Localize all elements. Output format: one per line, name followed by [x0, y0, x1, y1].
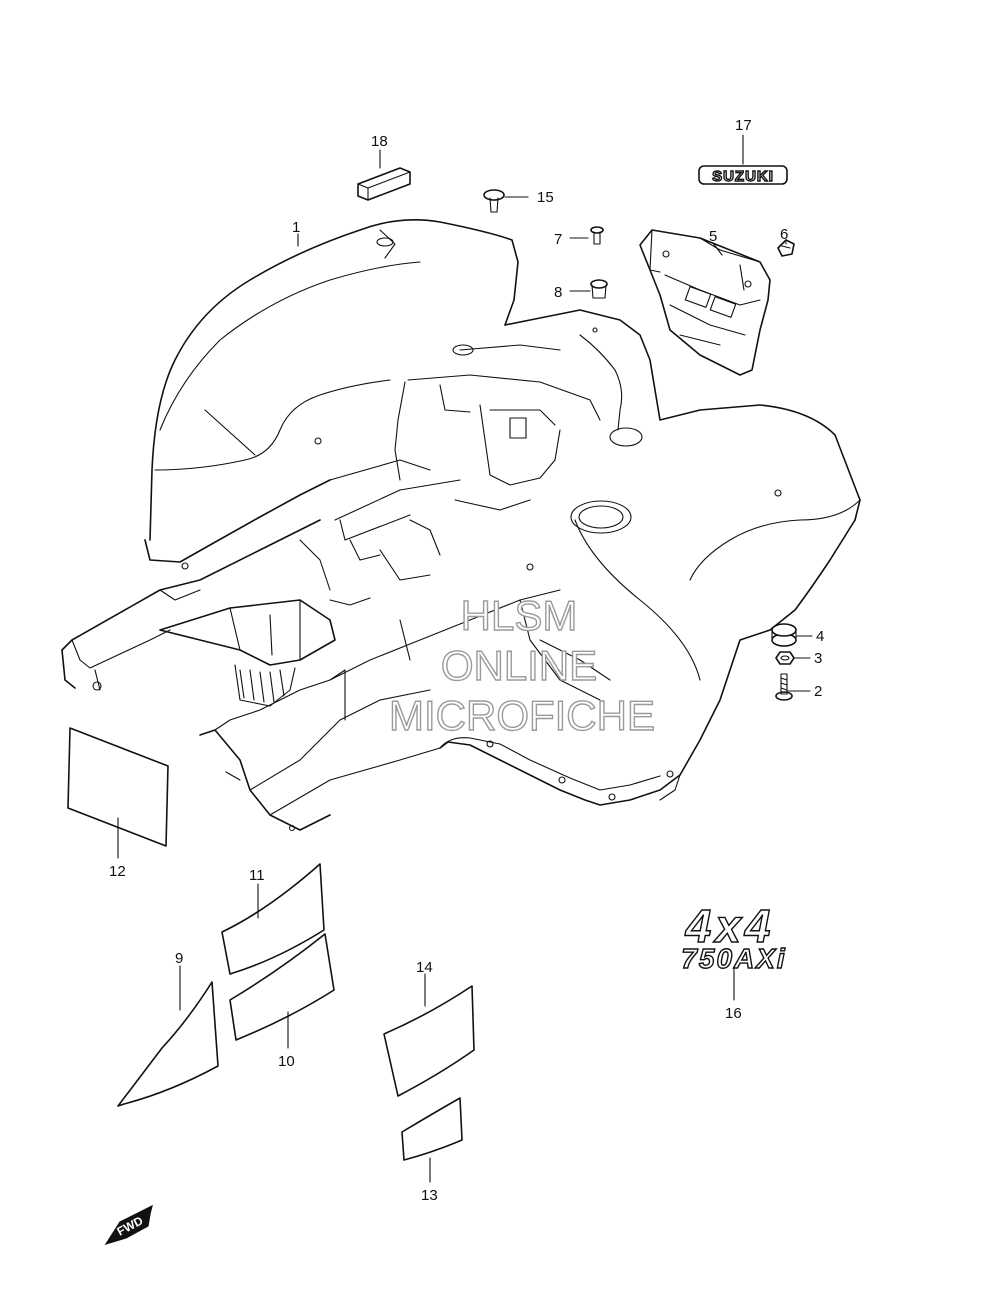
- part-15-screw: [483, 189, 505, 213]
- decal-4x4-bottom: 750AXi: [681, 943, 786, 974]
- callout-18: 18: [371, 133, 388, 150]
- callout-17: 17: [735, 117, 752, 134]
- emblem-text: SUZUKI: [712, 168, 774, 185]
- callout-6: 6: [780, 226, 788, 243]
- watermark-line-1: HLSM: [461, 592, 578, 639]
- part-17-emblem: SUZUKI: [698, 165, 788, 186]
- part-4-cushion: [771, 623, 797, 647]
- part-13-decal: [401, 1097, 463, 1161]
- callout-3: 3: [814, 650, 822, 667]
- callout-1: 1: [292, 219, 300, 236]
- part-7-screw: [590, 226, 604, 245]
- part-14-decal: [383, 985, 475, 1097]
- decal-4x4-top: 4x4: [685, 900, 775, 952]
- part-16-decal-4x4: 4x4 750AXi: [681, 899, 786, 974]
- callout-numbers: 1 2 3 4 5 6 7 8 9 10 11 12 13 14 15 16 1…: [109, 117, 824, 1204]
- watermark: HLSM ONLINE MICROFICHE: [388, 591, 655, 739]
- callout-10: 10: [278, 1053, 295, 1070]
- part-2-bolt: [775, 673, 793, 701]
- fwd-arrow: FWD: [104, 1204, 153, 1246]
- watermark-line-2: ONLINE: [441, 642, 597, 689]
- callout-4: 4: [816, 628, 824, 645]
- callout-15: 15: [537, 189, 554, 206]
- part-6-clip: [777, 239, 795, 257]
- part-12-decal: [67, 727, 169, 847]
- callout-14: 14: [416, 959, 433, 976]
- part-3-washer: [775, 651, 795, 665]
- part-9-decal: [117, 981, 219, 1107]
- rear-fender: [61, 218, 861, 832]
- callout-11: 11: [249, 867, 265, 884]
- callout-5: 5: [709, 228, 717, 245]
- part-11-decal: [221, 863, 325, 975]
- part-5-bracket: [639, 229, 771, 376]
- watermark-line-3: MICROFICHE: [389, 692, 655, 739]
- leader-lines: [117, 134, 813, 1183]
- callout-12: 12: [109, 863, 126, 880]
- callout-16: 16: [725, 1005, 742, 1022]
- callout-8: 8: [554, 284, 562, 301]
- part-8-grommet: [590, 279, 608, 299]
- callout-9: 9: [175, 950, 183, 967]
- callout-2: 2: [814, 683, 822, 700]
- part-10-decal: [229, 933, 335, 1041]
- callout-7: 7: [554, 231, 562, 248]
- part-18-block: [357, 167, 411, 201]
- callout-13: 13: [421, 1187, 438, 1204]
